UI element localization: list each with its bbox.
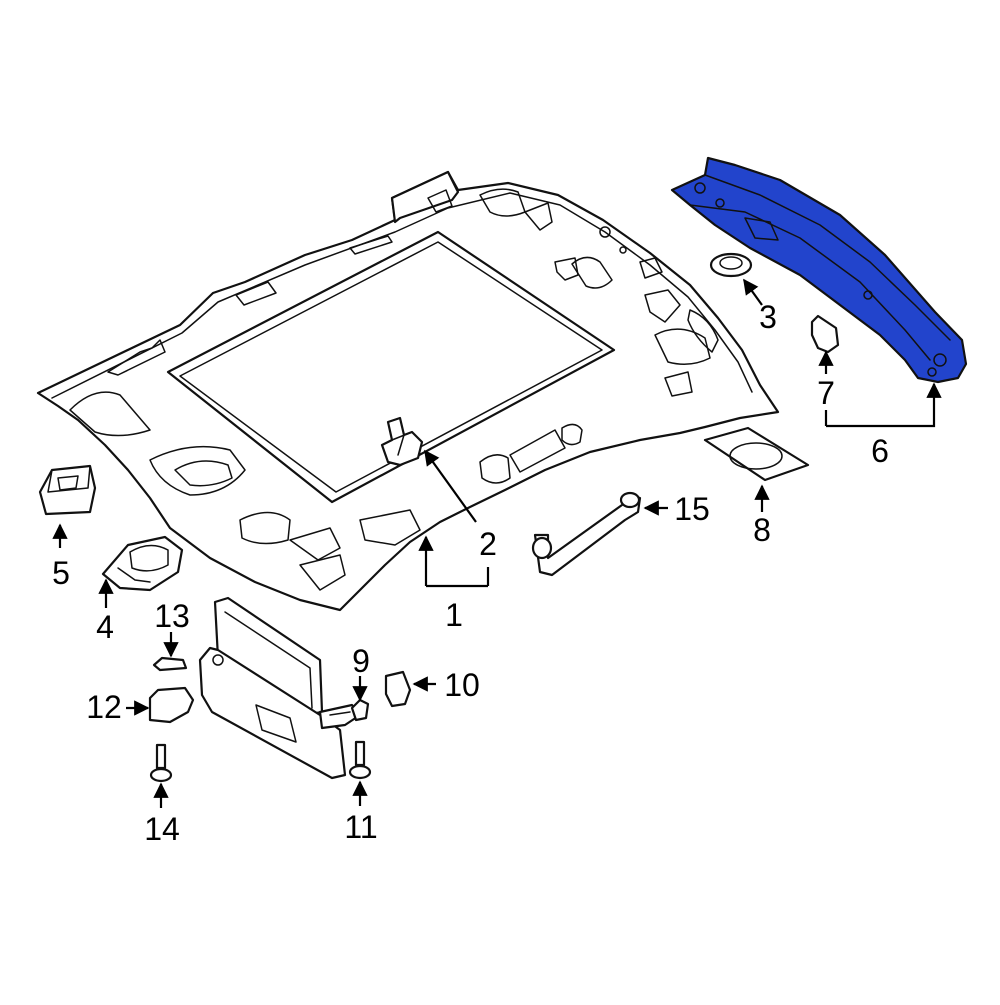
- screw-right-part[interactable]: [348, 740, 372, 780]
- callout-13: 13: [154, 598, 190, 634]
- grab-handle-part[interactable]: [531, 491, 642, 577]
- callout-2: 2: [479, 526, 497, 562]
- callout-14: 14: [144, 811, 180, 847]
- retainer-part[interactable]: [709, 252, 753, 278]
- callout-1: 1: [445, 597, 463, 633]
- lamp-cover-part[interactable]: [38, 464, 97, 516]
- sun-visor-part[interactable]: [198, 596, 362, 780]
- headliner-part[interactable]: [36, 170, 780, 612]
- visor-clip-part[interactable]: [350, 698, 370, 722]
- callout-10: 10: [444, 667, 480, 703]
- callout-4: 4: [96, 609, 114, 645]
- callout-15: 15: [674, 491, 710, 527]
- grille-part[interactable]: [703, 426, 810, 482]
- callout-9: 9: [352, 643, 370, 679]
- holder-part[interactable]: [148, 686, 195, 724]
- cover-part[interactable]: [152, 656, 188, 672]
- reinforcement-part[interactable]: [670, 156, 968, 384]
- callout-7: 7: [817, 375, 835, 411]
- callout-11: 11: [344, 809, 377, 845]
- callout-12: 12: [86, 689, 122, 725]
- bracket-part[interactable]: [101, 535, 184, 592]
- callout-labels: 1 2 3 4 5 6 7 8 9 10 11 12 13 14 15: [52, 299, 889, 847]
- callout-3: 3: [759, 299, 777, 335]
- clip-part[interactable]: [380, 416, 424, 467]
- callout-6: 6: [871, 433, 889, 469]
- cap-part[interactable]: [384, 670, 412, 708]
- leader-lines: [52, 278, 942, 808]
- small-clip-part[interactable]: [810, 314, 840, 354]
- callout-8: 8: [753, 512, 771, 548]
- callout-5: 5: [52, 555, 70, 591]
- screw-left-part[interactable]: [149, 743, 173, 783]
